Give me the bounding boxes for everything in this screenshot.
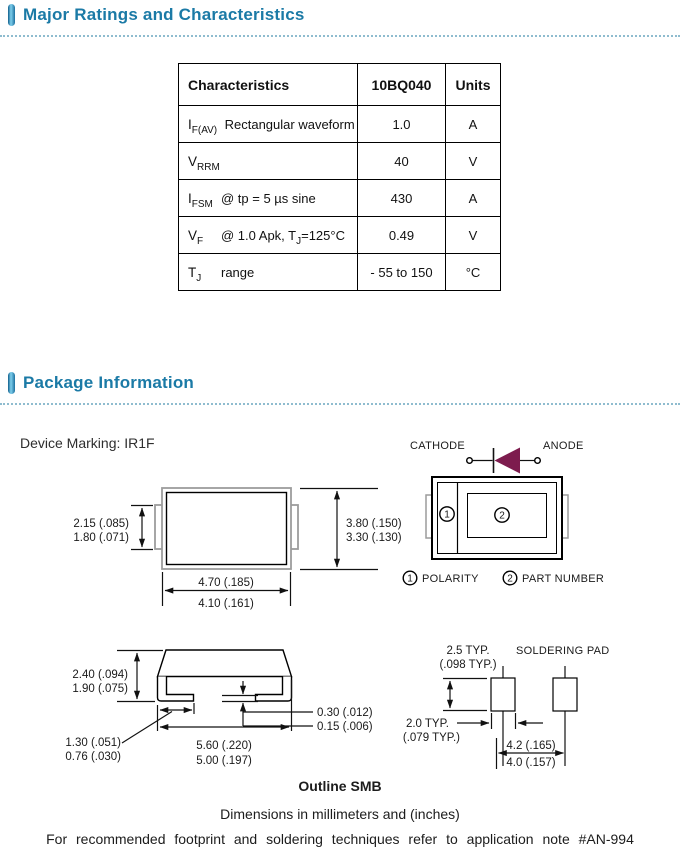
cell-value: 1.0 xyxy=(357,105,446,143)
legend-1-num: 1 xyxy=(407,574,413,585)
soldering-pad-title: SOLDERING PAD xyxy=(516,645,610,657)
dim-body-height-mm: 3.80 (.150) xyxy=(346,518,402,530)
dim-body-height-in: 3.30 (.130) xyxy=(346,532,402,544)
left-lead-profile xyxy=(156,676,195,702)
side-view-drawing: 0.30 (.012) 0.15 (.006) 2.40 (.094) 1.90… xyxy=(65,649,373,767)
cell-value: 430 xyxy=(357,179,446,217)
right-lead-profile xyxy=(254,676,293,702)
legend-2-circle xyxy=(502,570,518,586)
section-header-package-information: Package Information xyxy=(0,372,680,405)
part-number-area xyxy=(467,493,547,538)
outline-title: Outline SMB xyxy=(298,778,382,794)
table-header-row: Characteristics 10BQ040 Units xyxy=(178,63,501,106)
cell-characteristic: IFSM@ tp = 5 µs sine xyxy=(178,179,358,217)
callout-1: 1 xyxy=(444,510,450,521)
col-header-characteristics: Characteristics xyxy=(178,63,358,106)
section-title-major-ratings: Major Ratings and Characteristics xyxy=(23,5,305,24)
section-bullet-icon xyxy=(8,372,15,394)
dim-pad-span-in: 4.0 (.157) xyxy=(506,757,555,769)
cell-value: 40 xyxy=(357,142,446,180)
cell-characteristic: VRRM xyxy=(178,142,358,180)
dim-tab-height-mm: 2.15 (.085) xyxy=(73,518,129,530)
package-body-inner xyxy=(165,491,288,566)
diode-triangle-icon xyxy=(494,447,520,474)
section-bullet-icon xyxy=(8,4,15,26)
cathode-label: CATHODE xyxy=(410,440,465,452)
cell-value: 0.49 xyxy=(357,216,446,254)
col-header-part-number: 10BQ040 xyxy=(357,63,446,106)
legend-part-number-label: PART NUMBER xyxy=(522,573,604,585)
table-row: IFSM@ tp = 5 µs sine 430 A xyxy=(178,179,501,217)
cell-characteristic: IF(AV) Rectangular waveform xyxy=(178,105,358,143)
package-drawings: CATHODE ANODE 2.15 (.085) 1.80 (.071) 3.… xyxy=(65,440,610,769)
dim-pad-width-mm: 2.0 TYP. xyxy=(406,718,449,730)
device-marking-label: Device Marking: IR1F xyxy=(20,435,155,451)
cathode-terminal-icon xyxy=(466,457,474,465)
cell-unit: V xyxy=(445,216,501,254)
dim-foot-length-in: 0.76 (.030) xyxy=(65,751,121,763)
cell-unit: V xyxy=(445,142,501,180)
dim-pad-width-in: (.079 TYP.) xyxy=(403,732,460,744)
section-header-major-ratings: Major Ratings and Characteristics xyxy=(0,4,680,37)
dim-pad-height-mm: 2.5 TYP. xyxy=(446,645,489,657)
soldering-pad-drawing: 2.5 TYP. (.098 TYP.) SOLDERING PAD 2.0 T… xyxy=(403,645,610,769)
callout-2-circle xyxy=(494,507,510,523)
footprint-note: For recommended footprint and soldering … xyxy=(46,831,634,847)
package-body-profile xyxy=(156,649,293,678)
ratings-table: Characteristics 10BQ040 Units IF(AV) Rec… xyxy=(178,63,501,291)
dim-body-width-in: 4.10 (.161) xyxy=(198,598,254,610)
dimensions-note: Dimensions in millimeters and (inches) xyxy=(220,806,460,822)
dim-pad-span-mm: 4.2 (.165) xyxy=(506,740,555,752)
anode-label: ANODE xyxy=(543,440,584,452)
dim-overall-width-mm: 5.60 (.220) xyxy=(196,740,252,752)
col-header-units: Units xyxy=(445,63,501,106)
dim-profile-height-mm: 2.40 (.094) xyxy=(72,669,128,681)
cell-unit: °C xyxy=(445,253,501,291)
dim-tab-height-in: 1.80 (.071) xyxy=(73,532,129,544)
cell-unit: A xyxy=(445,105,501,143)
legend-2-num: 2 xyxy=(507,574,513,585)
dim-pad-height-in: (.098 TYP.) xyxy=(439,659,496,671)
legend-1-circle xyxy=(402,570,418,586)
dim-overall-width-in: 5.00 (.197) xyxy=(196,755,252,767)
dim-standoff-in: 0.15 (.006) xyxy=(317,721,373,733)
dim-body-width-mm: 4.70 (.185) xyxy=(198,577,254,589)
callout-2: 2 xyxy=(499,511,505,522)
top-view-drawing: 2.15 (.085) 1.80 (.071) 3.80 (.150) 3.30… xyxy=(73,487,402,610)
package-top-face xyxy=(437,482,557,554)
left-pad xyxy=(490,677,516,712)
diode-symbol: CATHODE ANODE xyxy=(410,440,584,474)
marking-view-drawing: 1 2 1 POLARITY 2 PART NUMBER xyxy=(402,476,604,586)
dim-foot-length-mm: 1.30 (.051) xyxy=(65,737,121,749)
dim-standoff-mm: 0.30 (.012) xyxy=(317,707,373,719)
table-row: VRRM 40 V xyxy=(178,142,501,180)
cell-unit: A xyxy=(445,179,501,217)
right-pad xyxy=(552,677,578,712)
table-row: IF(AV) Rectangular waveform 1.0 A xyxy=(178,105,501,143)
cell-characteristic: VF@ 1.0 Apk, TJ=125°C xyxy=(178,216,358,254)
anode-terminal-icon xyxy=(534,457,542,465)
legend-polarity-label: POLARITY xyxy=(422,573,479,585)
cell-value: - 55 to 150 xyxy=(357,253,446,291)
callout-1-circle xyxy=(439,506,455,522)
section-title-package-information: Package Information xyxy=(23,373,195,392)
table-row: VF@ 1.0 Apk, TJ=125°C 0.49 V xyxy=(178,216,501,254)
dim-profile-height-in: 1.90 (.075) xyxy=(72,683,128,695)
